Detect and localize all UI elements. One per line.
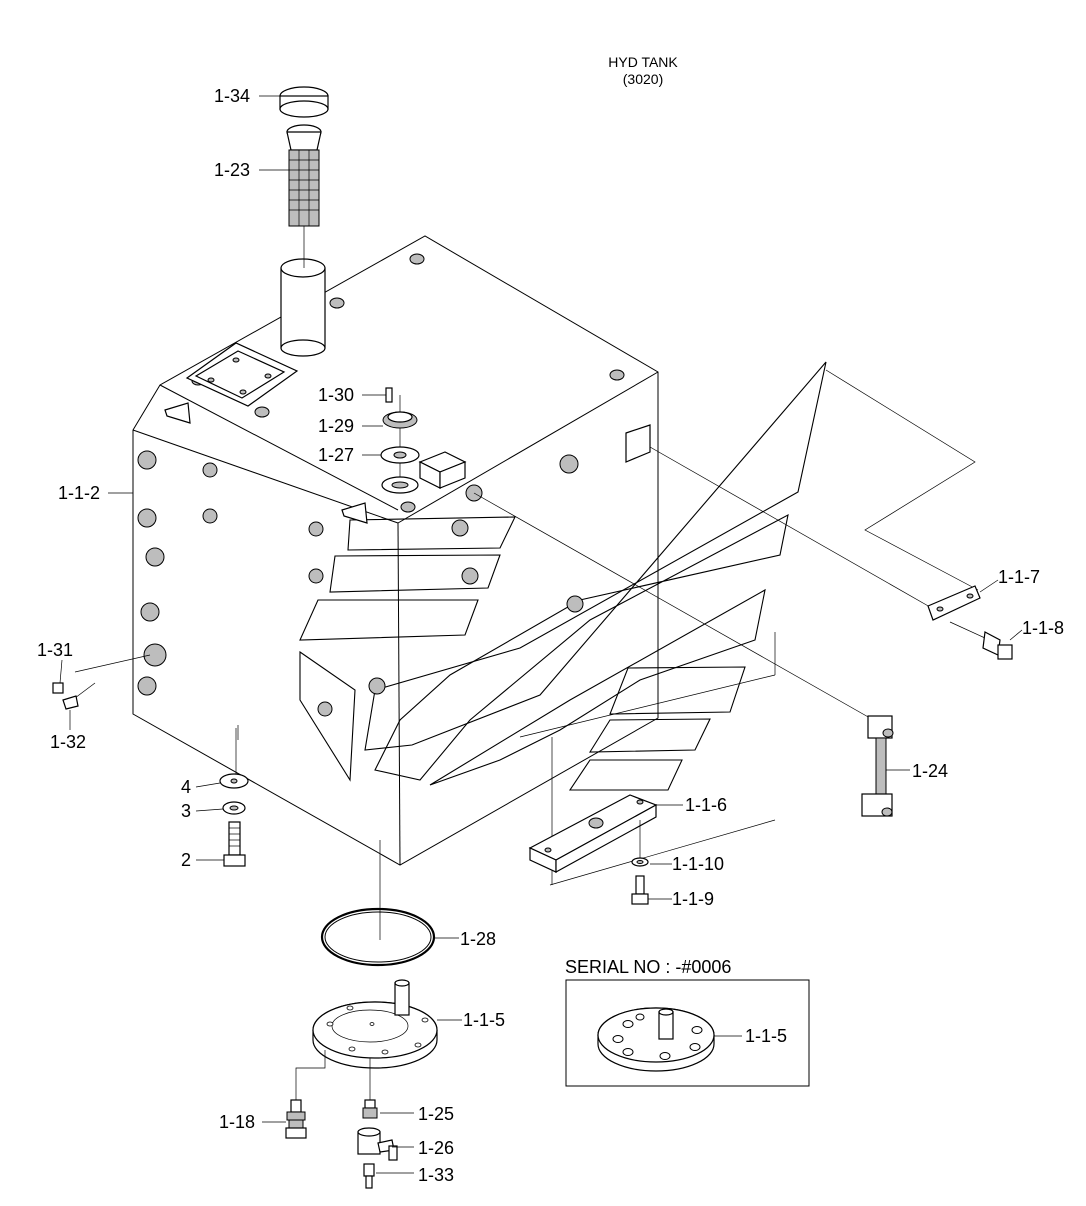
diagram-title: HYD TANK bbox=[608, 54, 678, 70]
cover-plate-1-1-5: 1-1-5 bbox=[312, 979, 505, 1069]
label-1-1-5: 1-1-5 bbox=[463, 1010, 505, 1030]
strainer-1-23: 1-23 bbox=[214, 124, 322, 268]
level-gauge-1-24: 1-24 bbox=[861, 715, 948, 817]
bolt-1-1-8: 1-1-8 bbox=[949, 618, 1064, 660]
label-1-34: 1-34 bbox=[214, 86, 250, 106]
diagram-subtitle: (3020) bbox=[623, 71, 663, 87]
serial-part-label: 1-1-5 bbox=[745, 1026, 787, 1046]
label-4: 4 bbox=[181, 777, 191, 797]
fittings-1-31-1-32: 1-31 1-32 bbox=[37, 640, 151, 752]
bracket-1-1-7: 1-1-7 bbox=[927, 567, 1040, 621]
leader-lines bbox=[237, 369, 979, 940]
mount-bolt-stack: 4 3 2 bbox=[181, 728, 249, 870]
fitting-1-18: 1-18 bbox=[219, 1050, 326, 1139]
label-1-26: 1-26 bbox=[418, 1138, 454, 1158]
side-bosses bbox=[137, 450, 584, 717]
label-1-23: 1-23 bbox=[214, 160, 250, 180]
label-1-1-8: 1-1-8 bbox=[1022, 618, 1064, 638]
label-1-33: 1-33 bbox=[418, 1165, 454, 1185]
bar-1-1-6: 1-1-6 bbox=[528, 794, 727, 874]
label-1-32: 1-32 bbox=[50, 732, 86, 752]
drain-valve-stack: 1-25 1-26 1-33 bbox=[357, 1058, 454, 1189]
top-cover-plate bbox=[185, 342, 299, 407]
label-3: 3 bbox=[181, 801, 191, 821]
washer-bolt-1-1-10-1-1-9: 1-1-10 1-1-9 bbox=[631, 820, 724, 909]
label-1-24: 1-24 bbox=[912, 761, 948, 781]
serial-label: SERIAL NO : -#0006 bbox=[565, 957, 731, 977]
hydraulic-tank bbox=[132, 235, 659, 866]
label-1-25: 1-25 bbox=[418, 1104, 454, 1124]
label-1-1-9: 1-1-9 bbox=[672, 889, 714, 909]
label-2: 2 bbox=[181, 850, 191, 870]
label-1-28: 1-28 bbox=[460, 929, 496, 949]
label-1-1-7: 1-1-7 bbox=[998, 567, 1040, 587]
label-1-18: 1-18 bbox=[219, 1112, 255, 1132]
cap-1-34: 1-34 bbox=[214, 86, 329, 118]
label-1-30: 1-30 bbox=[318, 385, 354, 405]
label-1-1-6: 1-1-6 bbox=[685, 795, 727, 815]
label-1-1-2: 1-1-2 bbox=[58, 483, 100, 503]
label-1-1-10: 1-1-10 bbox=[672, 854, 724, 874]
sensor-stack: 1-30 1-29 1-27 bbox=[318, 385, 420, 494]
o-ring-1-28: 1-28 bbox=[320, 907, 496, 967]
label-1-29: 1-29 bbox=[318, 416, 354, 436]
label-1-31: 1-31 bbox=[37, 640, 73, 660]
serial-inset: SERIAL NO : -#0006 1-1-5 bbox=[565, 957, 810, 1087]
watermark-logo bbox=[299, 361, 827, 791]
label-1-27: 1-27 bbox=[318, 445, 354, 465]
filler-neck bbox=[280, 258, 326, 357]
